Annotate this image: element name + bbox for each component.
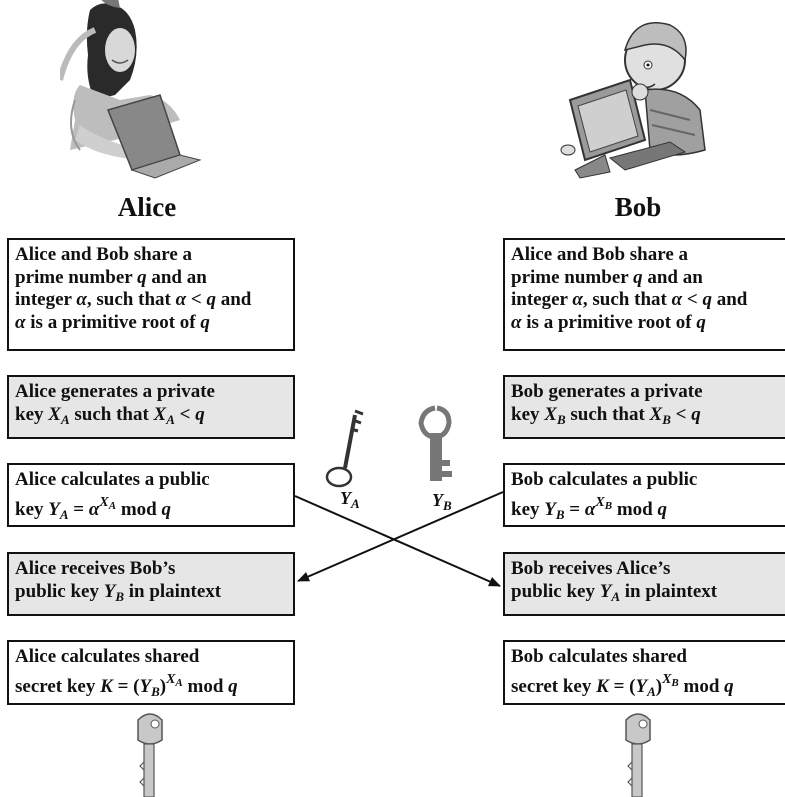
alice-receive-box: Alice receives Bob’s public key YB in pl… [7,552,295,616]
bob-receive-box: Bob receives Alice’s public key YA in pl… [503,552,785,616]
alice-public-key-icon [325,409,364,488]
bob-illustration [560,22,706,179]
alice-shared-secret-box: Alice calculates shared secret key K = (… [7,640,295,705]
bob-public-key-box: Bob calculates a public key YB = αXB mod… [503,463,785,527]
alice-shared-params-box: Alice and Bob share a prime number q and… [7,238,295,351]
alice-public-key-box: Alice calculates a public key YA = αXA m… [7,463,295,527]
bob-public-key-icon [418,405,452,481]
bob-private-key-box: Bob generates a private key XB such that… [503,375,785,439]
bob-name: Bob [614,192,662,222]
alice-secret-key-icon [137,713,163,797]
key-label-ya: YA [340,488,360,511]
alice-private-key-box: Alice generates a private key XA such th… [7,375,295,439]
bob-shared-params-box: Alice and Bob share a prime number q and… [503,238,785,351]
alice-name: Alice [117,192,177,222]
alice-illustration [60,0,202,179]
alice-to-bob-arrow [294,495,501,587]
bob-to-alice-arrow [297,491,504,582]
key-label-yb: YB [432,490,452,513]
bob-shared-secret-box: Bob calculates shared secret key K = (YA… [503,640,785,705]
bob-secret-key-icon [625,713,651,797]
